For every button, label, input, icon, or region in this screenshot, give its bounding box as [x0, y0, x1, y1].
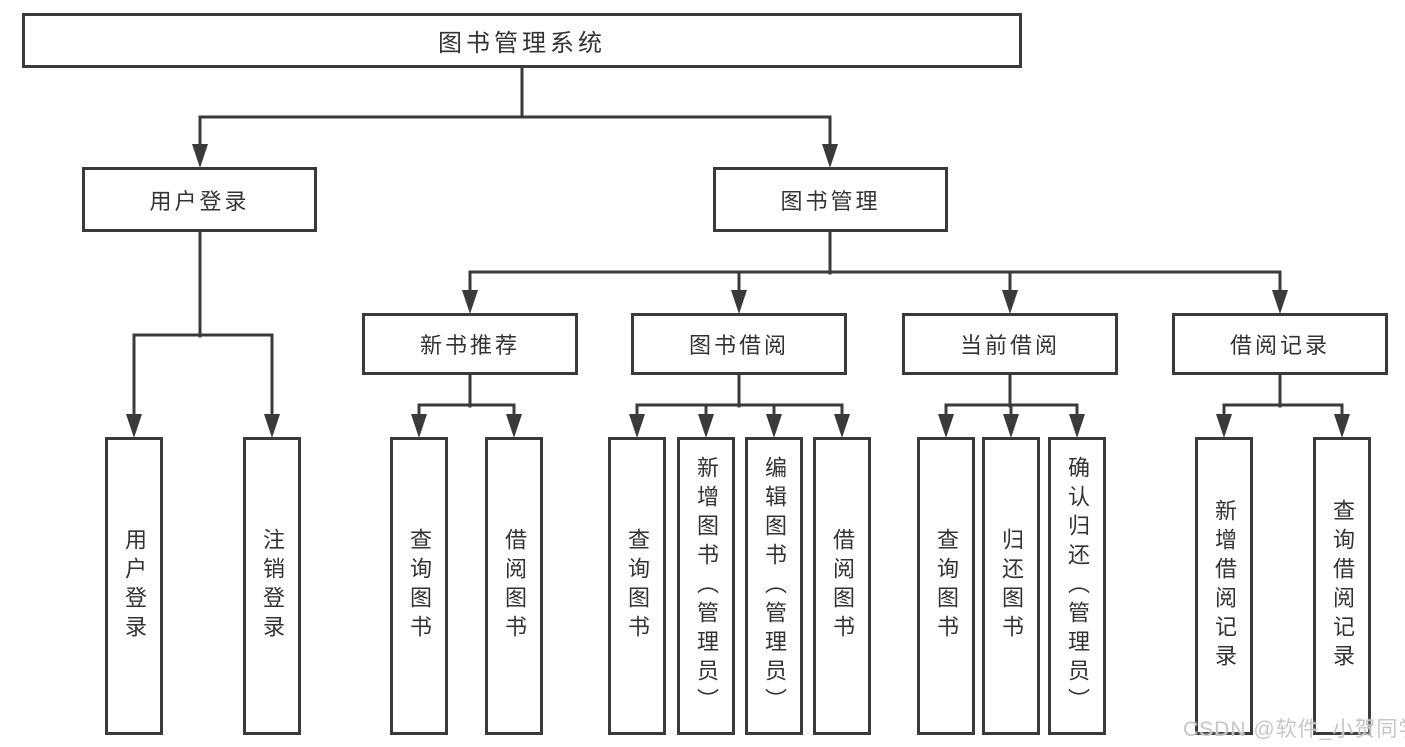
node-label: 查询图书	[934, 528, 959, 644]
node-user-login: 用户登录	[82, 167, 317, 232]
edge-root-to-level2	[192, 66, 838, 168]
node-leaf-edit-books-admin: 编辑图书（管理员）	[745, 437, 803, 735]
node-label: 借阅记录	[1229, 333, 1330, 358]
node-leaf-borrow-books-1: 借阅图书	[485, 437, 543, 735]
node-label: 图书管理系统	[438, 30, 606, 57]
node-leaf-query-books-1: 查询图书	[390, 437, 448, 735]
edge-book-management-children	[462, 230, 1288, 314]
node-current-borrowing: 当前借阅	[902, 313, 1118, 375]
node-leaf-return-books: 归还图书	[982, 437, 1040, 735]
edge-borrowing-records-children	[1216, 373, 1350, 438]
node-book-borrowing: 图书借阅	[631, 313, 847, 375]
edge-book-borrowing-children	[629, 373, 850, 438]
node-label: 确认归还（管理员）	[1065, 455, 1090, 717]
node-leaf-add-borrow-record: 新增借阅记录	[1195, 437, 1253, 735]
edge-current-borrowing-children	[938, 373, 1085, 438]
node-label: 图书管理	[780, 188, 881, 214]
node-leaf-confirm-return-admin: 确认归还（管理员）	[1048, 437, 1106, 735]
node-new-book-recommend: 新书推荐	[362, 313, 578, 375]
node-label: 借阅图书	[830, 528, 855, 644]
node-borrowing-records: 借阅记录	[1172, 313, 1388, 375]
node-label: 借阅图书	[502, 528, 527, 644]
edge-user-login-children	[126, 230, 280, 438]
node-label: 新增借阅记录	[1212, 499, 1237, 673]
node-leaf-user-login: 用户登录	[105, 437, 163, 735]
node-leaf-add-books-admin: 新增图书（管理员）	[677, 437, 735, 735]
node-leaf-query-books-3: 查询图书	[917, 437, 975, 735]
node-label: 注销登录	[260, 528, 285, 644]
node-label: 用户登录	[122, 528, 147, 644]
node-leaf-query-borrow-record: 查询借阅记录	[1313, 437, 1371, 735]
node-book-management: 图书管理	[713, 167, 948, 232]
node-label: 查询图书	[625, 528, 650, 644]
node-label: 新增图书（管理员）	[694, 455, 719, 717]
node-leaf-logout: 注销登录	[243, 437, 301, 735]
node-library-management-system: 图书管理系统	[22, 13, 1022, 68]
edge-new-book-recommend-children	[411, 373, 522, 438]
node-leaf-borrow-books-2: 借阅图书	[813, 437, 871, 735]
node-label: 查询借阅记录	[1330, 499, 1355, 673]
node-label: 归还图书	[999, 528, 1024, 644]
node-leaf-query-books-2: 查询图书	[608, 437, 666, 735]
watermark: CSDN @软件_小贺同学	[1183, 718, 1405, 741]
node-label: 新书推荐	[419, 333, 520, 358]
node-label: 编辑图书（管理员）	[762, 455, 787, 717]
node-label: 当前借阅	[959, 333, 1060, 358]
node-label: 用户登录	[149, 188, 250, 214]
node-label: 查询图书	[407, 528, 432, 644]
node-label: 图书借阅	[688, 333, 789, 358]
